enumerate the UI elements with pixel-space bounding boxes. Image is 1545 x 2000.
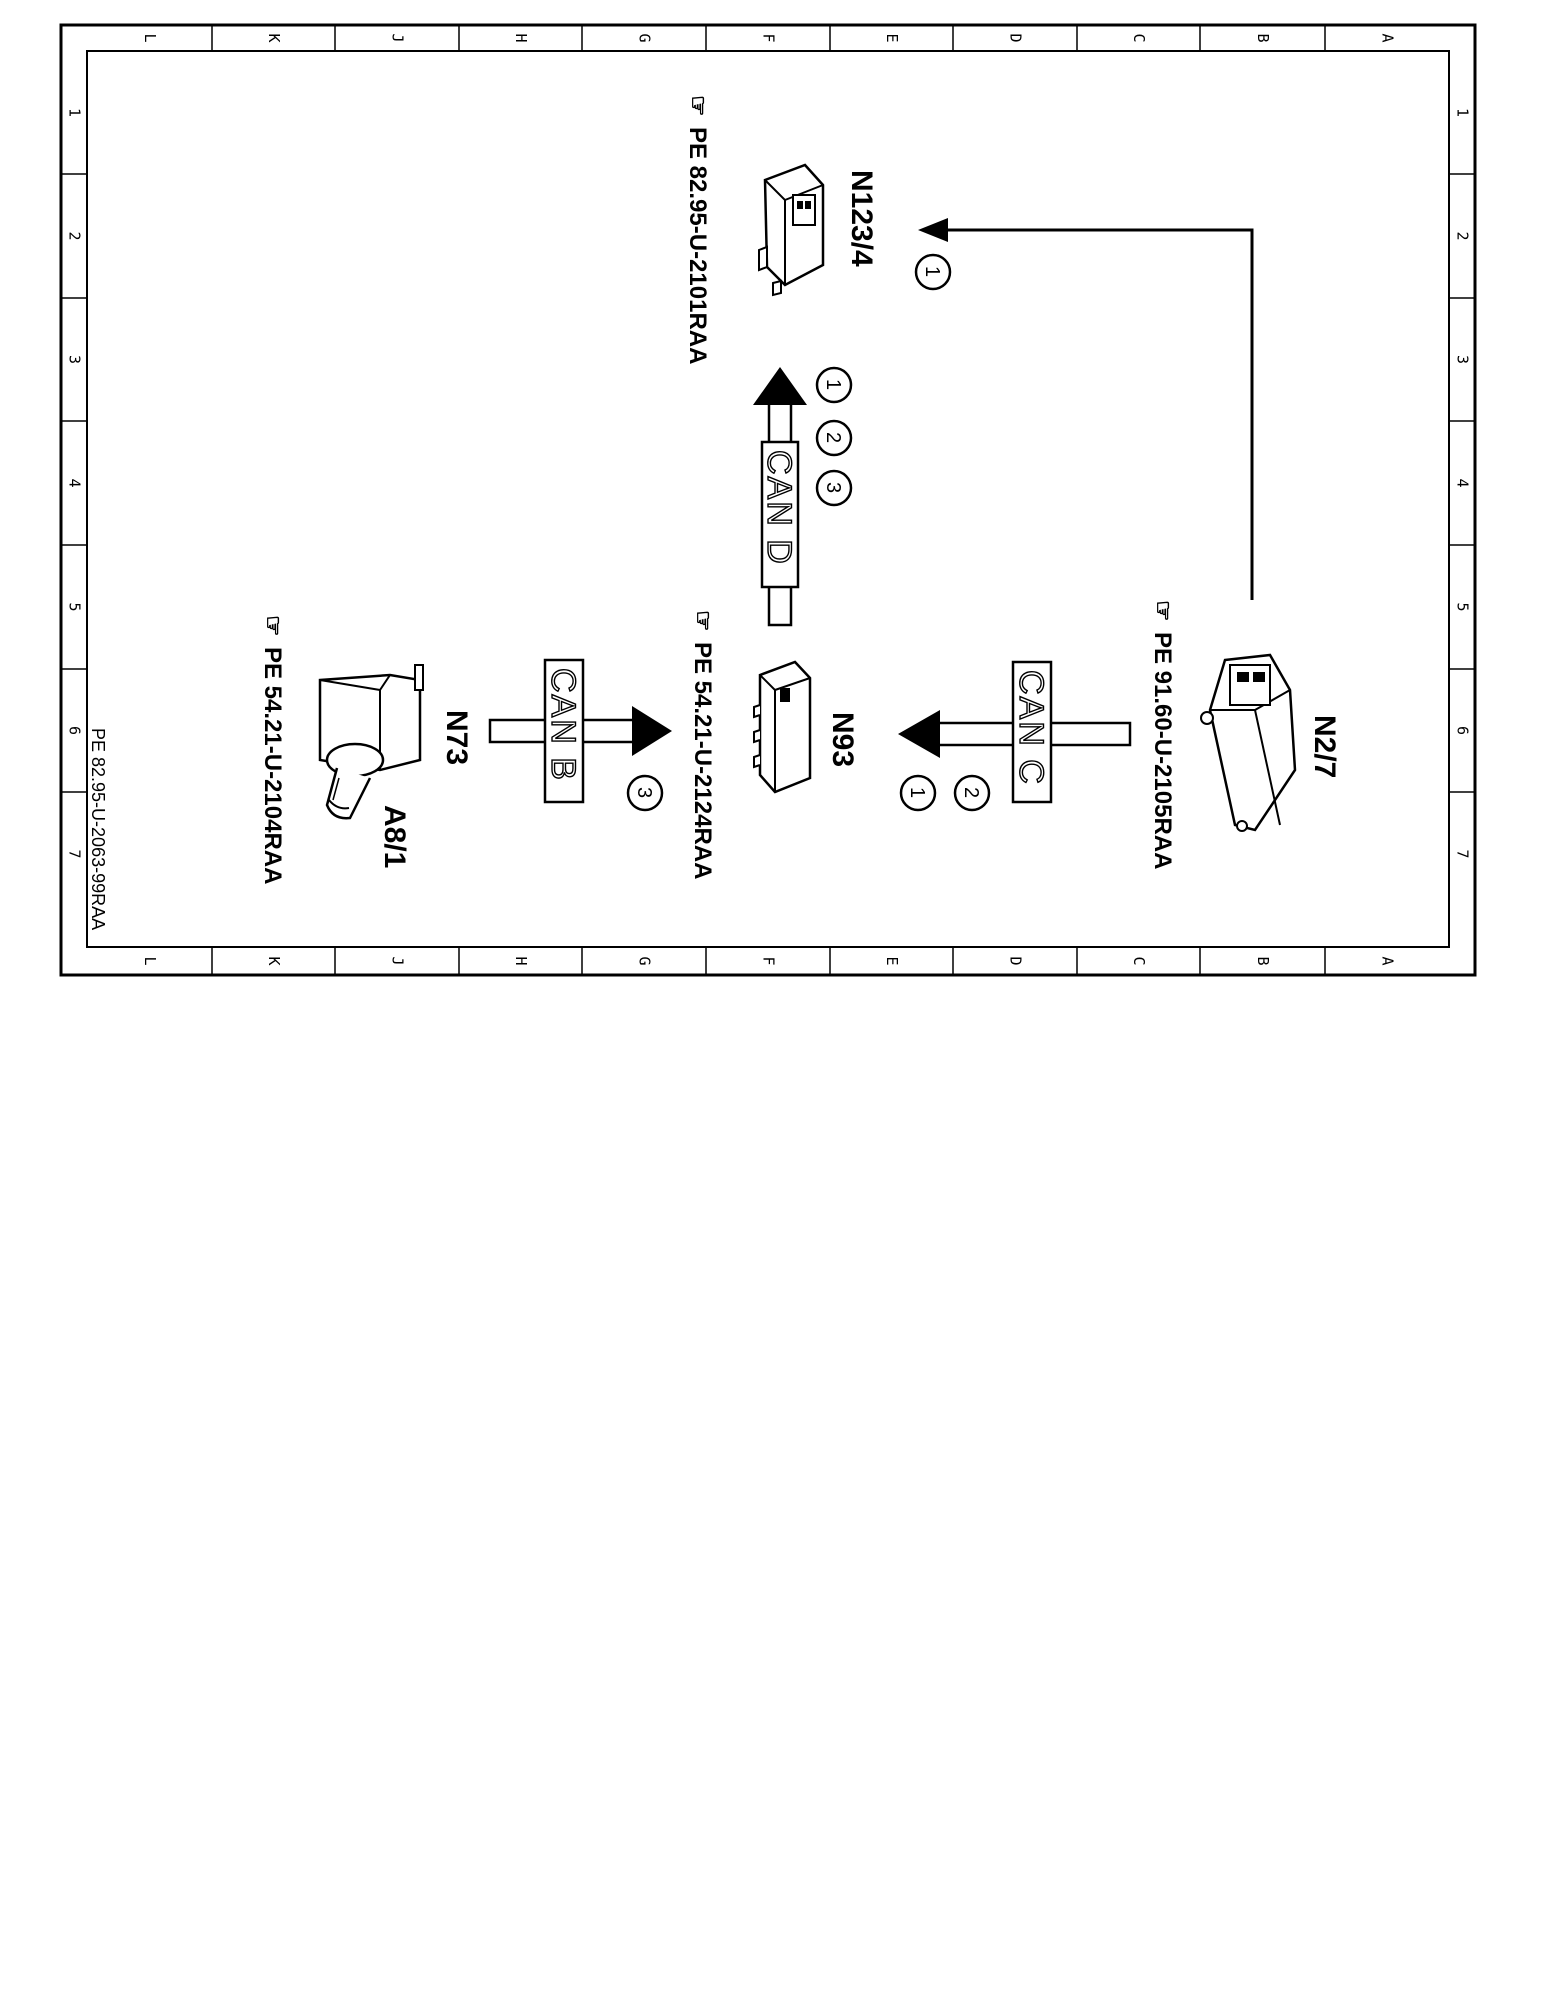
ref-n73: PE 54.21-U-2104RAA [259,647,286,884]
grid-row-label: 5 [1454,602,1472,611]
route-marker-1: 1 [815,366,853,404]
grid-row-label: 6 [1454,726,1472,735]
svg-text:2: 2 [822,432,844,443]
hand-pointer-icon: ☞ [1149,600,1176,622]
hand-pointer-icon: ☞ [689,610,716,632]
grid-column-label: G [636,33,654,42]
frame-grid [61,25,1475,975]
grid-column-label: H [512,956,530,965]
grid-row-label: 2 [66,231,84,240]
grid-column-label: A [1379,956,1397,965]
grid-column-label: K [265,33,283,42]
svg-text:2: 2 [960,787,982,798]
component-code-n123-4: N123/4 [845,170,878,267]
direct-connection: 1 [914,218,1254,600]
svg-text:3: 3 [633,787,655,798]
component-code-a8-1: A8/1 [378,805,411,868]
ref-n93: PE 54.21-U-2124RAA [689,642,716,879]
grid-row-label: 2 [1454,231,1472,240]
route-marker-3: 3 [626,774,664,812]
route-marker-3: 3 [815,469,853,507]
grid-column-label: B [1254,33,1272,42]
grid-column-label: L [141,33,159,42]
grid-column-label: L [141,956,159,965]
can-b-connection: CAN B 3 [488,658,672,812]
grid-column-label: D [1007,956,1025,965]
svg-text:1: 1 [822,379,844,390]
grid-column-label: F [760,956,778,965]
grid-column-label: B [1254,956,1272,965]
component-code-n73: N73 [440,710,473,765]
grid-row-label: 6 [66,726,84,735]
component-code-n93: N93 [826,712,859,767]
svg-text:3: 3 [822,482,844,493]
grid-row-label: 5 [66,602,84,611]
svg-text:1: 1 [906,787,928,798]
grid-row-label: 7 [1454,849,1472,858]
can-d-connection: CAN D 1 2 3 [753,366,853,627]
grid-row-label: 7 [66,849,84,858]
inner-frame [86,50,1450,948]
ignition-switch-icon [318,664,424,820]
bus-label-can-d: CAN D [760,450,798,566]
grid-column-label: J [389,956,407,965]
grid-column-label: A [1379,33,1397,42]
document-id: PE 82.95-U-2063-99RAA [88,728,108,930]
grid-column-label: E [883,33,901,42]
grid-column-label: J [389,33,407,42]
bus-label-can-c: CAN C [1012,670,1050,786]
outer-frame [59,23,1477,977]
grid-row-label: 3 [1454,355,1472,364]
hand-pointer-icon: ☞ [684,95,711,117]
grid-column-label: F [760,33,778,42]
can-c-connection: CAN C 2 1 [898,660,1132,812]
route-marker-2: 2 [953,774,991,812]
route-marker-1: 1 [899,774,937,812]
control-unit-icon [1200,653,1297,832]
grid-column-label: K [265,956,283,965]
grid-column-label: E [883,956,901,965]
frame-labels: L L K K J J H H G G F F E E D D C C B B A A 1 1 2 2 3 3 4 4 5 5 6 6 7 7 [66,33,1472,965]
grid-row-label: 1 [1454,108,1472,117]
grid-column-label: H [512,33,530,42]
route-marker-1: 1 [914,253,952,291]
ref-n2-7: PE 91.60-U-2105RAA [1149,632,1176,869]
route-marker-2: 2 [815,419,853,457]
grid-column-label: C [1130,956,1148,965]
grid-column-label: D [1007,33,1025,42]
control-unit-icon [753,660,812,794]
grid-column-label: G [636,956,654,965]
grid-column-label: C [1130,33,1148,42]
ref-n123-4: PE 82.95-U-2101RAA [684,127,711,364]
svg-text:1: 1 [921,266,943,277]
component-code-n2-7: N2/7 [1308,715,1341,778]
grid-row-label: 3 [66,355,84,364]
hand-pointer-icon: ☞ [259,615,286,637]
grid-row-label: 4 [66,478,84,487]
bus-label-can-b: CAN B [544,668,582,782]
grid-row-label: 1 [66,108,84,117]
control-unit-icon [758,163,825,297]
grid-row-label: 4 [1454,478,1472,487]
